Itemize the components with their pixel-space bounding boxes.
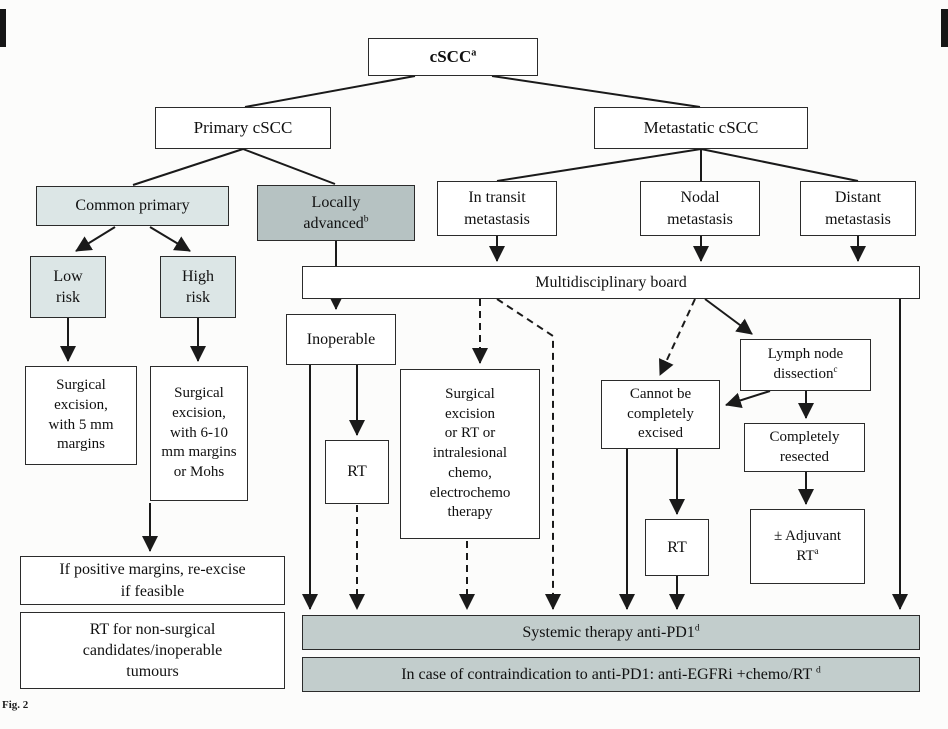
figure-caption-fragment: Fig. 2 — [2, 699, 29, 711]
node-label: In case of contraindication to anti-PD1:… — [401, 664, 821, 683]
node-label: Systemic therapy anti-PD1d — [522, 622, 700, 641]
node-systemic-therapy-antipd1: Systemic therapy anti-PD1d — [302, 615, 920, 650]
superscript: d — [816, 664, 821, 676]
node-low-risk: Low risk — [30, 256, 106, 318]
edge-cscc-primary — [244, 75, 416, 108]
node-contraindication-antiegfri: In case of contraindication to anti-PD1:… — [302, 657, 920, 692]
node-label: Inoperable — [306, 330, 376, 348]
scan-artifact-left — [0, 9, 6, 47]
node-label: Completely resected — [769, 428, 840, 465]
node-label: Distant metastasis — [825, 189, 891, 228]
node-label: If positive margins, re-excise if feasib… — [59, 561, 246, 600]
node-label: Low risk — [53, 267, 83, 306]
scan-artifact-right — [941, 9, 948, 47]
edge-common-lowrisk — [75, 226, 116, 252]
node-label: Locally advancedb — [303, 193, 369, 232]
edge-primary-common — [132, 148, 244, 186]
node-label: Metastatic cSCC — [643, 117, 759, 137]
edge-board-cannot-dashed — [659, 298, 696, 376]
node-label: RT for non-surgical candidates/inoperabl… — [82, 620, 223, 681]
node-cannot-be-completely-excised: Cannot be completely excised — [601, 380, 720, 449]
node-multidisciplinary-board: Multidisciplinary board — [302, 266, 920, 299]
node-label: cSCCa — [429, 46, 477, 66]
node-reexcise-positive-margins: If positive margins, re-excise if feasib… — [20, 556, 285, 605]
node-rt-nodal: RT — [645, 519, 709, 576]
node-label: RT — [667, 538, 687, 556]
node-distant-metastasis: Distant metastasis — [800, 181, 916, 236]
superscript: c — [833, 364, 838, 374]
edge-metastatic-distant — [700, 148, 859, 182]
node-surgical-excision-rt-chemo: Surgical excision or RT or intralesional… — [400, 369, 540, 539]
node-adjuvant-rt: ± Adjuvant RTa — [750, 509, 865, 584]
edge-primary-locally-advanced — [242, 148, 336, 185]
node-rt-inoperable: RT — [325, 440, 389, 504]
edge-lymph-cannotexcised — [725, 390, 771, 409]
superscript: d — [694, 622, 700, 634]
node-label: High risk — [182, 267, 214, 306]
node-surgical-excision-5mm: Surgical excision, with 5 mm margins — [25, 366, 137, 465]
node-high-risk: High risk — [160, 256, 236, 318]
node-label: In transit metastasis — [464, 189, 530, 228]
node-nodal-metastasis: Nodal metastasis — [640, 181, 760, 236]
superscript: a — [471, 47, 477, 59]
edge-common-highrisk — [149, 226, 191, 252]
node-label: Cannot be completely excised — [627, 385, 694, 442]
node-locally-advanced: Locally advancedb — [257, 185, 415, 241]
node-label: Primary cSCC — [193, 117, 293, 137]
node-label: Multidisciplinary board — [535, 273, 687, 291]
node-completely-resected: Completely resected — [744, 423, 865, 472]
node-metastatic-cscc: Metastatic cSCC — [594, 107, 808, 149]
edge-cscc-metastatic — [491, 75, 701, 108]
node-label: RT — [347, 463, 367, 481]
node-label: Surgical excision, with 6-10 mm margins … — [161, 385, 237, 481]
node-cscc: cSCCa — [368, 38, 538, 76]
node-primary-cscc: Primary cSCC — [155, 107, 331, 149]
node-label: Surgical excision or RT or intralesional… — [429, 385, 511, 521]
superscript: b — [363, 213, 369, 225]
edge-metastatic-intransit — [496, 148, 702, 182]
node-lymph-node-dissection: Lymph node dissectionc — [740, 339, 871, 391]
node-label: Surgical excision, with 5 mm margins — [48, 376, 114, 453]
node-inoperable: Inoperable — [286, 314, 396, 365]
node-rt-nonsurgical-candidates: RT for non-surgical candidates/inoperabl… — [20, 612, 285, 689]
node-surgical-excision-6-10mm: Surgical excision, with 6-10 mm margins … — [150, 366, 248, 501]
superscript: a — [814, 545, 819, 556]
node-label: Lymph node dissectionc — [767, 346, 844, 382]
edge-board-lymphdissection — [704, 298, 753, 335]
node-label: ± Adjuvant RTa — [774, 527, 841, 564]
node-common-primary: Common primary — [36, 186, 229, 226]
node-label: Common primary — [75, 197, 190, 215]
node-in-transit-metastasis: In transit metastasis — [437, 181, 557, 236]
node-label: Nodal metastasis — [667, 189, 733, 228]
